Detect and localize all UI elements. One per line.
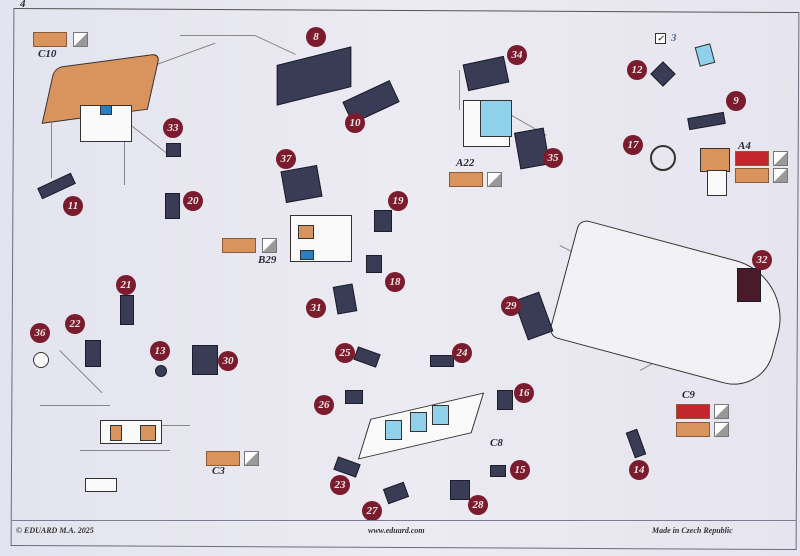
callout-34: 34 (507, 45, 527, 65)
leader-line (80, 450, 170, 451)
callout-13: 13 (150, 341, 170, 361)
page-number: 4 (20, 0, 26, 10)
control-wheel-part-17 (650, 145, 676, 171)
callout-35: 35 (543, 148, 563, 168)
pe-part-15 (490, 465, 506, 477)
callout-23: 23 (330, 475, 350, 495)
callout-9: 9 (726, 91, 746, 111)
callout-27: 27 (362, 501, 382, 521)
callout-17: 17 (623, 135, 643, 155)
callout-19: 19 (388, 191, 408, 211)
small-part (85, 478, 117, 492)
gunsight-part (700, 148, 730, 172)
label-b29: B29 (258, 254, 277, 266)
finish-icon (714, 422, 729, 437)
finish-icon (773, 151, 788, 166)
pe-part-16 (497, 390, 513, 410)
color-swatch-red (735, 151, 769, 166)
color-swatch-skin (676, 422, 710, 437)
callout-14: 14 (629, 460, 649, 480)
pe-part-21 (120, 295, 134, 325)
blue-box (385, 420, 402, 440)
footer-copyright: © EDUARD M.A. 2025 (16, 526, 94, 535)
label-c9: C9 (682, 389, 695, 401)
callout-12: 12 (627, 60, 647, 80)
pe-part-24 (430, 355, 454, 367)
gunsight-base (707, 170, 727, 196)
pe-part-30 (192, 345, 218, 375)
color-swatch-skin (206, 451, 240, 466)
callout-16: 16 (514, 383, 534, 403)
pe-part-32 (737, 268, 761, 302)
console-skin-detail (140, 425, 156, 441)
pe-part-22 (85, 340, 101, 367)
callout-3-label: 3 (671, 32, 677, 44)
blue-detail (100, 105, 112, 115)
label-c10: C10 (38, 48, 57, 60)
footer-origin: Made in Czech Republic (652, 526, 733, 535)
callout-29: 29 (501, 296, 521, 316)
finish-icon (244, 451, 259, 466)
pe-part-20 (165, 193, 180, 219)
callout-30: 30 (218, 351, 238, 371)
callout-22: 22 (65, 314, 85, 334)
callout-37: 37 (276, 149, 296, 169)
pe-part-13 (155, 365, 167, 377)
callout-3: ✓3 (655, 32, 677, 44)
color-swatch-skin (449, 172, 483, 187)
blue-detail (300, 250, 314, 260)
callout-18: 18 (385, 272, 405, 292)
callout-36: 36 (30, 323, 50, 343)
color-swatch-skin (735, 168, 769, 183)
label-c3: C3 (212, 465, 225, 477)
part-36 (33, 352, 49, 368)
callout-33: 33 (163, 118, 183, 138)
callout-10: 10 (345, 113, 365, 133)
pe-part-18 (366, 255, 382, 273)
finish-icon (773, 168, 788, 183)
finish-icon (262, 238, 277, 253)
label-a22: A22 (456, 157, 475, 169)
finish-icon (73, 32, 88, 47)
leader-line (180, 35, 255, 36)
pe-part-37 (280, 165, 323, 203)
pe-part-28 (450, 480, 470, 500)
callout-8: 8 (306, 27, 326, 47)
callout-11: 11 (63, 196, 83, 216)
leader-line (459, 70, 460, 110)
console-skin-detail (298, 225, 314, 239)
callout-32: 32 (752, 250, 772, 270)
callout-24: 24 (452, 343, 472, 363)
color-swatch-skin (222, 238, 256, 253)
label-a4: A4 (738, 140, 751, 152)
callout-25: 25 (335, 343, 355, 363)
pe-part-19 (374, 210, 392, 232)
leader-line (51, 123, 52, 178)
callout-20: 20 (183, 191, 203, 211)
callout-21: 21 (116, 275, 136, 295)
pe-part-33 (166, 143, 181, 157)
leader-line (160, 425, 190, 426)
leader-line (40, 405, 110, 406)
callout-28: 28 (468, 495, 488, 515)
callout-31: 31 (306, 298, 326, 318)
callout-15: 15 (510, 460, 530, 480)
footer-divider (12, 520, 796, 521)
color-swatch-skin (33, 32, 67, 47)
blue-box (410, 412, 427, 432)
console-skin-detail (110, 425, 122, 441)
finish-icon (714, 404, 729, 419)
blue-box (432, 405, 449, 425)
callout-26: 26 (314, 395, 334, 415)
finish-icon (487, 172, 502, 187)
footer-website: www.eduard.com (368, 526, 425, 535)
label-c8: C8 (490, 437, 503, 449)
pe-part-26 (345, 390, 363, 404)
color-swatch-red (676, 404, 710, 419)
box-blue-face (480, 100, 512, 137)
